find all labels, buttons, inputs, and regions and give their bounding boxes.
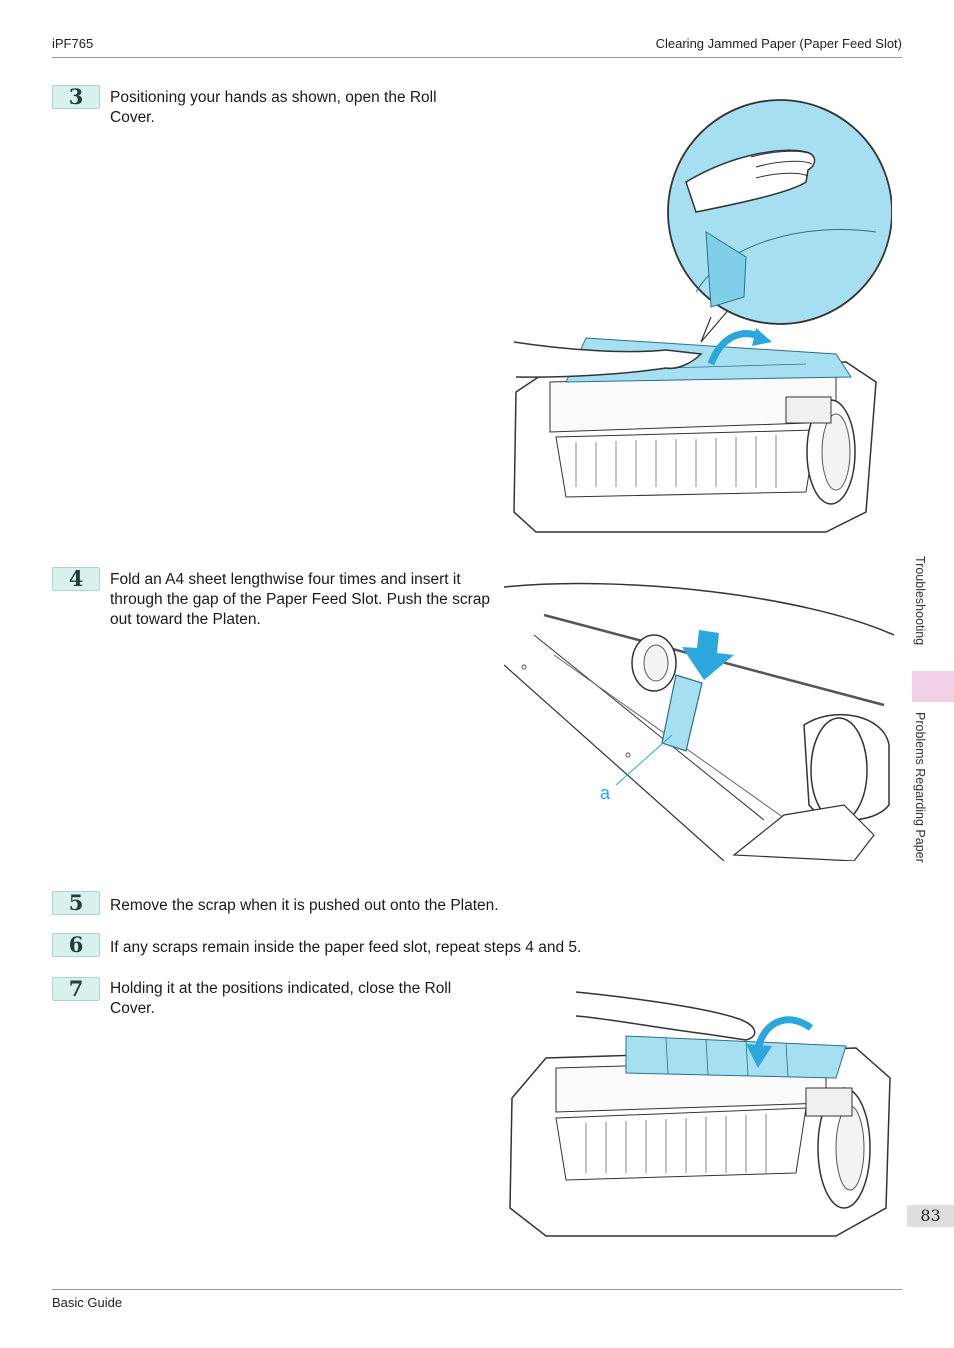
header-divider — [52, 57, 902, 58]
footer-divider — [52, 1289, 902, 1290]
step-6-text: If any scraps remain inside the paper fe… — [110, 939, 582, 956]
page-number: 83 — [907, 1205, 954, 1227]
side-tab-active-marker — [912, 671, 954, 702]
step-4-number: 4 — [52, 567, 100, 591]
step-7-number: 7 — [52, 977, 100, 1001]
step-7-text: Holding it at the positions indicated, c… — [110, 980, 452, 1017]
side-tab-problems-regarding-paper[interactable]: Problems Regarding Paper — [913, 712, 927, 863]
figure-open-roll-cover — [506, 92, 892, 540]
header-product: iPF765 — [52, 36, 94, 51]
figure-insert-paper-scrap — [504, 575, 894, 861]
footer-guide-title: Basic Guide — [52, 1295, 123, 1310]
side-tab-troubleshooting[interactable]: Troubleshooting — [913, 556, 927, 646]
header-section-title: Clearing Jammed Paper (Paper Feed Slot) — [655, 36, 902, 51]
step-4-text: Fold an A4 sheet lengthwise four times a… — [110, 571, 490, 628]
step-5-text: Remove the scrap when it is pushed out o… — [110, 897, 499, 914]
callout-label-a: a — [600, 783, 611, 803]
step-3-number: 3 — [52, 85, 100, 109]
step-6-number: 6 — [52, 933, 100, 957]
figure-close-roll-cover — [506, 988, 892, 1240]
step-3-text: Positioning your hands as shown, open th… — [110, 89, 437, 126]
step-5-number: 5 — [52, 891, 100, 915]
